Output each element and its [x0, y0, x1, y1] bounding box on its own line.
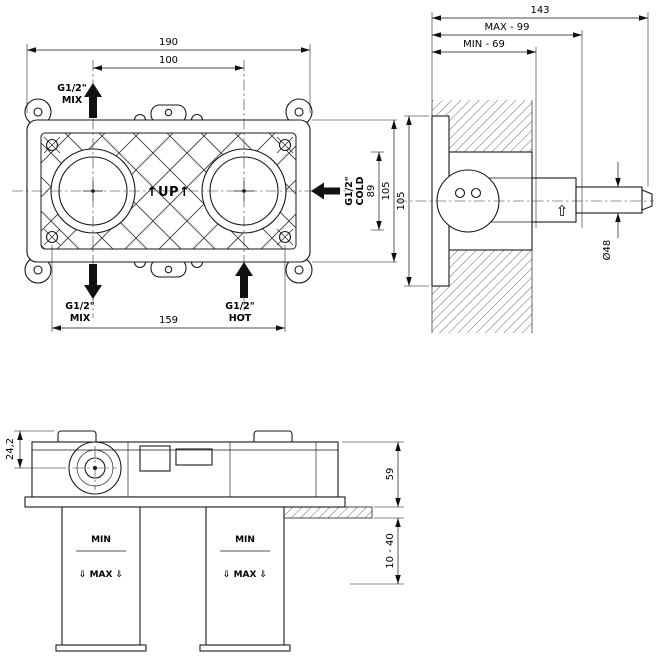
wall-hatch-upper: [432, 100, 532, 152]
base-plate: [24, 496, 346, 508]
side-view: ⇧ 143 MAX - 99 MIN - 69 105: [396, 5, 654, 333]
port-top-name: MIX: [62, 95, 83, 106]
bottom-view: MIN ⇩ MAX ⇩ MIN ⇩ MAX ⇩ 24,2 59: [5, 430, 404, 652]
dim-diameter-48: Ø48: [601, 162, 621, 261]
port-hot-name: HOT: [229, 313, 252, 324]
flow-arrow-left-icon: [311, 182, 340, 200]
dim-59-label: 59: [385, 468, 396, 481]
side-up-marker: ⇧: [556, 202, 569, 220]
plaster-guide-right: MIN ⇩ MAX ⇩: [199, 506, 291, 652]
dim-max-99-label: MAX - 99: [484, 22, 529, 33]
port-top-mix: G1/2" MIX: [57, 83, 102, 118]
port-cold-name: COLD: [355, 176, 366, 205]
guide-right-max-label: ⇩ MAX ⇩: [223, 570, 267, 580]
dim-min-69: MIN - 69: [432, 39, 536, 55]
dim-105-side-label: 105: [396, 191, 407, 210]
port-cold-size: G1/2": [344, 176, 355, 205]
flow-arrow-up-icon: [235, 262, 253, 298]
cartridge-block-b: [175, 448, 213, 466]
dim-59: 59: [342, 441, 404, 508]
dim-10-40-label: 10 - 40: [385, 533, 396, 568]
port-hot: G1/2" HOT: [225, 262, 255, 324]
flow-arrow-up-icon: [84, 83, 102, 118]
port-bottom-left-size: G1/2": [65, 301, 94, 312]
dim-diameter-48-label: Ø48: [601, 240, 613, 261]
port-bottom-mix: G1/2" MIX: [65, 264, 102, 324]
valve-end-circle: [68, 441, 122, 495]
dim-159: 159: [51, 245, 286, 332]
port-hot-size: G1/2": [225, 301, 254, 312]
dim-min-69-label: MIN - 69: [463, 39, 505, 50]
body-top-view: [31, 441, 339, 498]
dim-105-side: 105: [396, 115, 429, 287]
wall-hatch-lower: [432, 250, 532, 333]
body-extension: [531, 177, 577, 223]
dim-89: 89: [366, 151, 384, 231]
dim-143: 143: [431, 5, 649, 186]
dim-105-front: 105: [312, 119, 397, 263]
dim-100: 100: [93, 55, 244, 71]
ear-holes: [33, 107, 304, 275]
finished-wall-strip: [283, 506, 373, 519]
guide-left-min-label: MIN: [91, 535, 111, 545]
dim-max-99: MAX - 99: [432, 22, 582, 38]
dim-10-40: 10 - 40: [350, 517, 404, 585]
front-view: ↑UP↑ 190 100 159 G1/2" MIX: [12, 37, 397, 332]
dim-105-front-label: 105: [381, 181, 392, 200]
flow-arrow-down-icon: [84, 264, 102, 299]
outlet-pipe: [575, 186, 643, 214]
port-top-size: G1/2": [57, 83, 86, 94]
up-orientation-label: ↑UP↑: [147, 185, 191, 200]
screw-holes: [43, 136, 294, 246]
dim-143-label: 143: [530, 5, 549, 16]
guide-left-max-label: ⇩ MAX ⇩: [79, 570, 123, 580]
guide-right-min-label: MIN: [235, 535, 255, 545]
cartridge-block-a: [139, 445, 171, 472]
dim-89-label: 89: [366, 185, 377, 198]
port-cold: G1/2" COLD: [311, 176, 366, 206]
port-bottom-left-name: MIX: [70, 313, 91, 324]
plaster-guide-left: MIN ⇩ MAX ⇩: [55, 506, 147, 652]
dim-100-label: 100: [159, 55, 178, 66]
dim-24-2: 24,2: [5, 430, 66, 469]
dim-190-label: 190: [159, 37, 178, 48]
pipe-end-fitting: [641, 189, 653, 211]
wall-faces: [431, 100, 533, 333]
dim-190: 190: [26, 37, 311, 113]
dim-159-label: 159: [159, 315, 178, 326]
dim-24-2-label: 24,2: [5, 438, 16, 460]
